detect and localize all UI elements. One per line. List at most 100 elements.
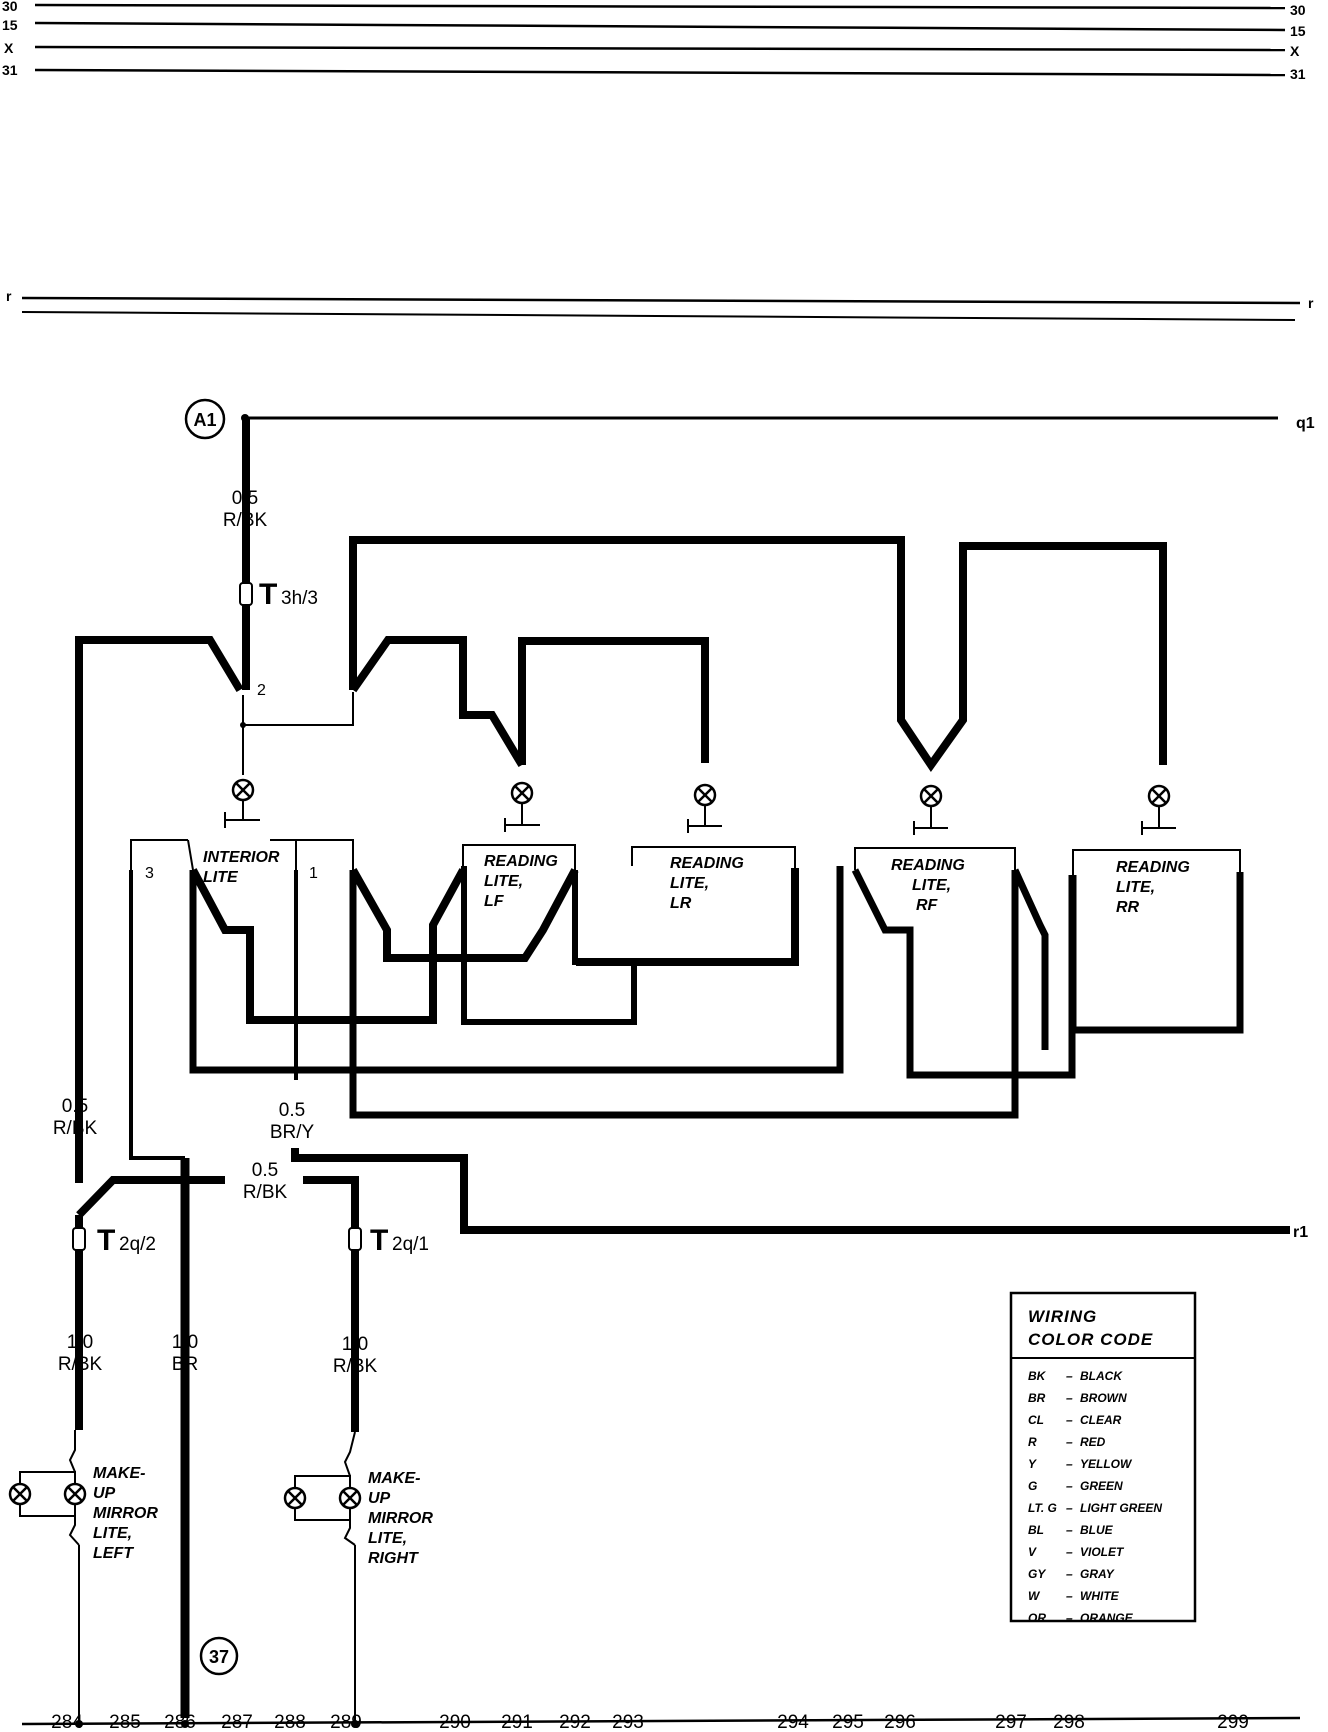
label-rr-2: LITE, <box>1116 879 1155 896</box>
label-rf-3: RF <box>916 897 939 914</box>
connection-circles: A1 37 q1 r1 <box>184 398 1315 1676</box>
connector-t2q2-sub: 2q/2 <box>119 1234 156 1255</box>
connection-a1-circle <box>184 398 226 440</box>
connection-37-circle <box>199 1636 239 1676</box>
wire-mid-size: 0.5 <box>279 1100 305 1121</box>
bus-label-31-right: 31 <box>1290 66 1306 82</box>
label-mirror-left-2: UP <box>93 1485 116 1502</box>
legend-code: Y <box>1028 1457 1037 1471</box>
lamp-interior <box>231 778 255 802</box>
label-lr-1: READING <box>670 855 744 872</box>
wire-interior-pin3 <box>129 870 185 1160</box>
wires <box>21 416 1301 1726</box>
wiring-color-legend: WIRING COLOR CODE BK–BLACKBR–BROWNCL–CLE… <box>1009 1291 1197 1625</box>
frame-lr <box>631 846 796 868</box>
pin-2-label: 2 <box>257 682 266 699</box>
label-lf-3: LF <box>484 893 505 910</box>
connection-a1-label: A1 <box>193 410 216 430</box>
legend-code: BL <box>1028 1523 1044 1537</box>
switch-rf <box>913 806 948 835</box>
position-number: 290 <box>439 1712 471 1732</box>
bus-label-15-left: 15 <box>2 17 18 33</box>
wire-pin2-branch <box>243 692 354 726</box>
legend-dash: – <box>1066 1369 1073 1383</box>
legend-color-name: LIGHT GREEN <box>1080 1501 1162 1515</box>
mirror-left-frame <box>19 1430 80 1546</box>
wire-top-color: R/BK <box>223 510 268 531</box>
wire-mr-color: R/BK <box>333 1356 378 1377</box>
lamp-mirror-left-2 <box>63 1482 87 1506</box>
ground-dot-284 <box>75 1720 83 1728</box>
connector-t3h3-main: T <box>259 578 277 611</box>
ground-dot-286 <box>181 1720 189 1728</box>
wire-ml-color: R/BK <box>58 1354 103 1375</box>
wire-bry-r1 <box>291 1148 1290 1234</box>
wire-mr-size: 1.0 <box>342 1334 368 1355</box>
bus-label-15-right: 15 <box>1290 23 1306 39</box>
legend-color-name: CLEAR <box>1080 1413 1122 1427</box>
interior-frame-inner <box>187 839 194 871</box>
legend-color-name: BLUE <box>1080 1523 1114 1537</box>
legend-title-1: WIRING <box>1028 1307 1097 1326</box>
wire-br-size: 1.0 <box>172 1332 198 1353</box>
wire-door-c <box>349 868 579 962</box>
junction-dot-pin2 <box>240 722 246 728</box>
label-mirror-right-4: LITE, <box>368 1530 407 1547</box>
legend-color-name: RED <box>1080 1435 1106 1449</box>
wire-br-color: BR <box>172 1354 198 1375</box>
frame-rr <box>1072 849 1241 875</box>
connector-t3h3-sub: 3h/3 <box>281 588 318 609</box>
label-mirror-right-2: UP <box>368 1490 391 1507</box>
wire-cross-rbk <box>76 1176 225 1218</box>
position-number: 294 <box>777 1712 809 1732</box>
bus-label-30-right: 30 <box>1290 2 1306 18</box>
legend-color-name: ORANGE <box>1080 1611 1134 1625</box>
component-labels: INTERIOR LITE READING LITE, LF READING L… <box>93 849 1190 1567</box>
label-rf-1: READING <box>891 857 965 874</box>
wire-ground-bus <box>21 1716 1301 1726</box>
lamp-lr <box>693 783 717 807</box>
legend-dash: – <box>1066 1457 1073 1471</box>
wire-door-a <box>189 868 467 1024</box>
label-mirror-right-3: MIRROR <box>368 1510 433 1527</box>
legend-color-name: WHITE <box>1080 1589 1120 1603</box>
legend-code: LT. G <box>1028 1501 1057 1515</box>
wire-cross-size: 0.5 <box>252 1160 278 1181</box>
bus-label-x-right: X <box>1290 43 1300 59</box>
wire-top-size: 0.5 <box>232 488 258 509</box>
label-rr-1: READING <box>1116 859 1190 876</box>
legend-color-name: YELLOW <box>1080 1457 1133 1471</box>
legend-code: CL <box>1028 1413 1044 1427</box>
lamp-switches <box>224 800 1176 835</box>
position-number: 299 <box>1217 1712 1249 1732</box>
lamp-rr <box>1147 784 1171 808</box>
legend-dash: – <box>1066 1545 1073 1559</box>
position-number: 287 <box>221 1712 253 1732</box>
connector-t2q1-main: T <box>370 1224 388 1257</box>
label-lf-2: LITE, <box>484 873 523 890</box>
wire-door-f <box>576 868 799 966</box>
legend-code: BR <box>1028 1391 1046 1405</box>
interior-frame-right <box>270 839 354 870</box>
switch-lr <box>687 805 722 833</box>
position-number: 298 <box>1053 1712 1085 1732</box>
label-interior-2: LITE <box>203 869 239 886</box>
pin-1-label: 1 <box>309 865 318 882</box>
label-rf-2: LITE, <box>912 877 951 894</box>
interior-frame <box>130 839 188 870</box>
mirror-right-frame <box>294 1431 356 1546</box>
connector-markers <box>72 582 362 1251</box>
lamp-mirror-right-1 <box>283 1486 307 1510</box>
legend-code: G <box>1028 1479 1037 1493</box>
legend-code: GY <box>1028 1567 1046 1581</box>
legend-title-2: COLOR CODE <box>1028 1330 1153 1349</box>
bus-line-r <box>21 296 1301 305</box>
label-lf-1: READING <box>484 853 558 870</box>
legend-dash: – <box>1066 1589 1073 1603</box>
legend-code: W <box>1028 1589 1041 1603</box>
wire-door-g <box>851 868 1076 1079</box>
wire-cross-right <box>303 1176 359 1225</box>
ground-dots <box>75 414 359 1728</box>
legend-dash: – <box>1066 1611 1073 1625</box>
